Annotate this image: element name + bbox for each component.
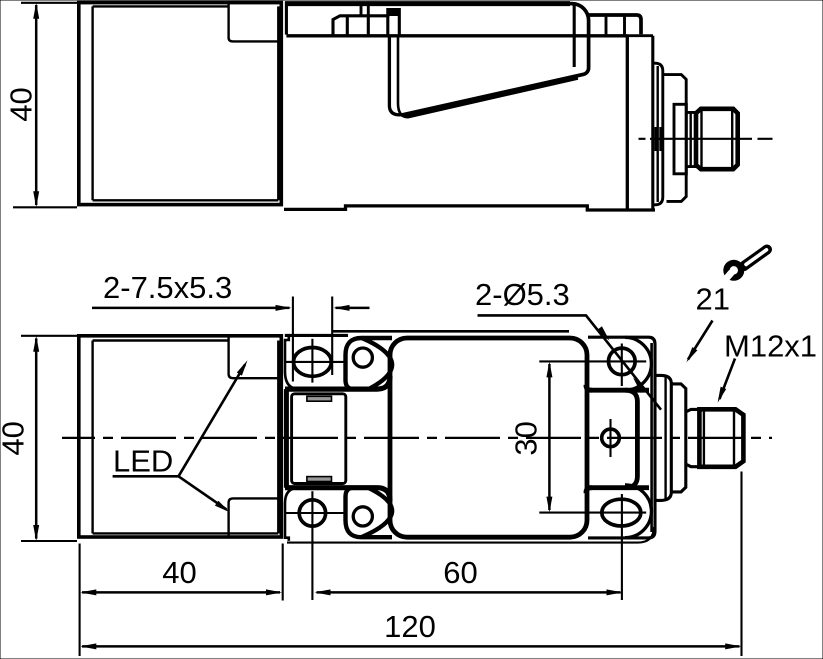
svg-text:40: 40 [4,87,39,121]
svg-text:120: 120 [384,609,436,644]
svg-text:M12x1: M12x1 [724,329,817,364]
svg-text:40: 40 [162,555,196,590]
svg-text:40: 40 [0,421,31,455]
svg-text:2-Ø5.3: 2-Ø5.3 [475,277,570,312]
svg-text:21: 21 [696,282,730,317]
svg-text:2-7.5x5.3: 2-7.5x5.3 [103,270,232,305]
svg-text:LED: LED [113,444,173,479]
svg-text:60: 60 [443,555,477,590]
